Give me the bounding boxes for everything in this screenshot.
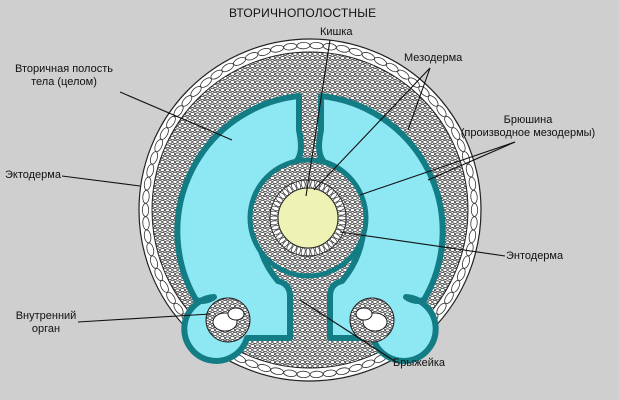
label-peritoneum: Брюшина (производное мезодермы)	[446, 114, 610, 140]
internal-organ-left	[205, 297, 251, 343]
label-ectoderm: Эктодерма	[5, 169, 61, 181]
leader-lines	[61, 39, 516, 363]
label-endoderm: Энтодерма	[506, 250, 564, 262]
label-peritoneum-line2: (производное мезодермы)	[460, 127, 596, 139]
label-mesoderm: Мезодерма	[404, 52, 463, 64]
internal-organ-right	[349, 297, 395, 343]
label-peritoneum-line1: Брюшина	[503, 114, 553, 126]
diagram-title: ВТОРИЧНОПОЛОСТНЫЕ	[229, 6, 377, 20]
label-intestine: Кишка	[320, 26, 353, 38]
label-internal-organ-line1: Внутренний	[15, 310, 77, 322]
label-mesentery: Брыжейка	[393, 357, 446, 369]
label-coelom: Вторичная полость тела (целом)	[8, 63, 120, 89]
label-coelom-line2: тела (целом)	[31, 76, 97, 88]
label-internal-organ: Внутренний орган	[14, 310, 78, 336]
label-coelom-line1: Вторичная полость	[15, 63, 113, 75]
gut-lumen	[277, 187, 339, 249]
label-internal-organ-line2: орган	[31, 323, 61, 335]
